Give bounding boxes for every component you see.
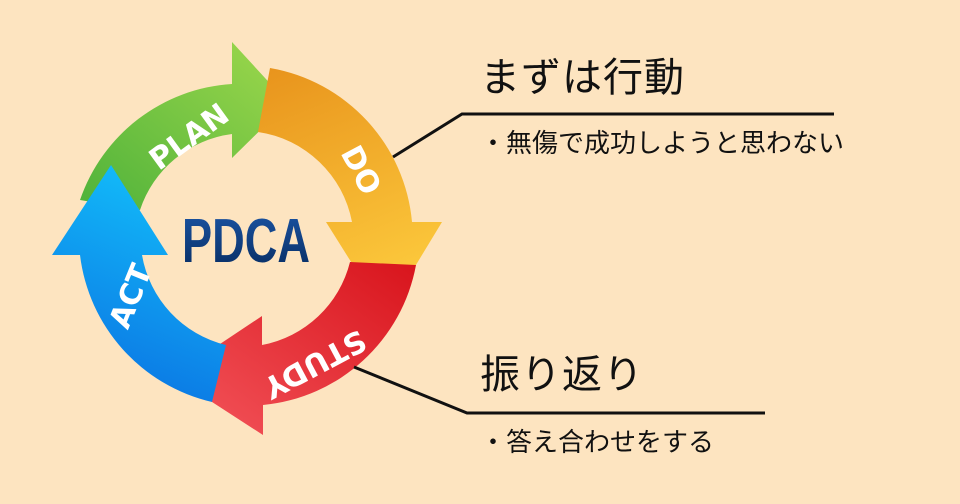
- do-arrow: [258, 68, 442, 316]
- center-title: PDCA: [182, 207, 310, 276]
- callout-bullet-review: ・答え合わせをする: [480, 428, 715, 458]
- study-arrow: [172, 262, 416, 435]
- plan-arrow: [80, 42, 288, 210]
- act-arrow: [52, 165, 226, 402]
- callout-leader-line-2: [353, 365, 765, 415]
- callout-bullet-action: ・無傷で成功しようと思わない: [480, 129, 845, 159]
- callout-heading-action: まずは行動: [480, 55, 685, 101]
- callout-leader-line-1: [392, 112, 834, 159]
- callout-heading-review: 振り返り: [480, 352, 644, 398]
